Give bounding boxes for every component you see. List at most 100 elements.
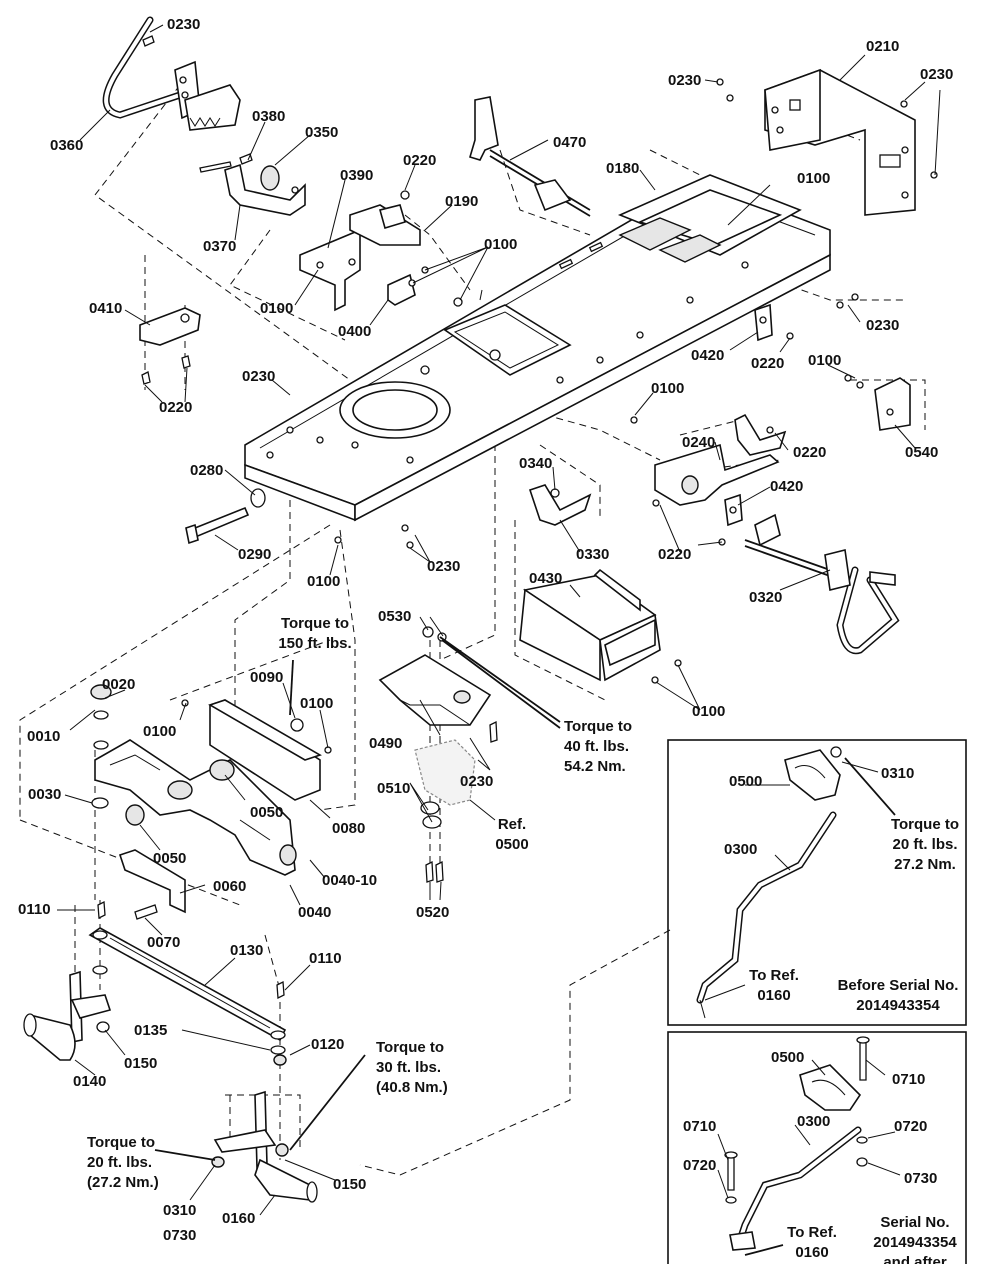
note-serial-after: Serial No. 2014943354 and after [866, 1213, 964, 1264]
label-0100-a: 0100 [797, 170, 831, 187]
label-0020: 0020 [102, 676, 136, 693]
label-0290: 0290 [238, 546, 272, 563]
note-torque-20-inset: Torque to 20 ft. lbs. 27.2 Nm. [885, 815, 965, 875]
label-0330: 0330 [576, 546, 610, 563]
label-0730-b: 0730 [904, 1170, 938, 1187]
note-ref-0500: Ref. 0500 [488, 815, 536, 855]
label-0470: 0470 [553, 134, 587, 151]
label-0360: 0360 [50, 137, 84, 154]
label-0210: 0210 [866, 38, 900, 55]
note-to-ref-a-line1: To Ref. [749, 967, 799, 984]
lever-0320 [744, 513, 900, 655]
note-torque-150-line2: 150 ft. lbs. [278, 635, 352, 652]
label-0350: 0350 [305, 124, 339, 141]
label-0140: 0140 [73, 1073, 107, 1090]
note-torque-20-left-line3: (27.2 Nm.) [87, 1174, 159, 1191]
label-0150-a: 0150 [124, 1055, 158, 1072]
note-torque-30-line3: (40.8 Nm.) [376, 1079, 448, 1096]
label-0390: 0390 [340, 167, 374, 184]
label-0720-b: 0720 [894, 1118, 928, 1135]
label-0300-b: 0300 [797, 1113, 831, 1130]
label-0160: 0160 [222, 1210, 256, 1227]
label-0400: 0400 [338, 323, 372, 340]
label-0410: 0410 [89, 300, 123, 317]
front-bolt [185, 426, 414, 549]
label-0530: 0530 [378, 608, 412, 625]
plate-0430 [519, 568, 682, 684]
label-0100-h: 0100 [143, 723, 177, 740]
label-0050-a: 0050 [250, 804, 284, 821]
label-0730-a: 0730 [163, 1227, 197, 1244]
label-0320: 0320 [749, 589, 783, 606]
note-serial-before-line1: Before Serial No. [837, 977, 959, 994]
label-0520: 0520 [416, 904, 450, 921]
label-0070: 0070 [147, 934, 181, 951]
note-serial-after-line1: Serial No. [880, 1214, 950, 1231]
label-0100-i: 0100 [692, 703, 726, 720]
label-0540: 0540 [905, 444, 939, 461]
note-torque-20-inset-line1: Torque to [890, 816, 960, 833]
note-torque-20-left-line1: Torque to [87, 1134, 156, 1151]
note-to-ref-a-line2: 0160 [757, 987, 791, 1004]
tie-rod-0130 [88, 900, 287, 1066]
label-0040-10: 0040-10 [322, 872, 378, 889]
label-0510: 0510 [377, 780, 411, 797]
label-0300-a: 0300 [724, 841, 758, 858]
label-0220-a: 0220 [403, 152, 437, 169]
spindle-left-0140 [23, 970, 112, 1061]
note-torque-30-line1: Torque to [376, 1039, 445, 1056]
label-0180: 0180 [606, 160, 640, 177]
inset-before-serial [667, 739, 967, 1026]
label-0720-a: 0720 [683, 1157, 717, 1174]
label-0050-b: 0050 [153, 850, 187, 867]
label-0100-b: 0100 [484, 236, 518, 253]
label-0030: 0030 [28, 786, 62, 803]
label-0500-b: 0500 [771, 1049, 805, 1066]
label-0110-a: 0110 [18, 901, 51, 918]
note-to-ref-a: To Ref. 0160 [742, 966, 806, 1006]
label-0230-b: 0230 [668, 72, 702, 89]
right-hardware [630, 293, 911, 431]
note-torque-20-inset-line3: 27.2 Nm. [894, 856, 956, 873]
label-0280: 0280 [190, 462, 224, 479]
note-to-ref-b: To Ref. 0160 [780, 1223, 844, 1263]
label-0040: 0040 [298, 904, 332, 921]
label-0370: 0370 [203, 238, 237, 255]
label-0500-a: 0500 [729, 773, 763, 790]
note-torque-40-line2: 40 ft. lbs. [564, 738, 630, 755]
front-axle [90, 684, 332, 920]
note-torque-40-line3: 54.2 Nm. [564, 758, 626, 775]
note-serial-before: Before Serial No. 2014943354 [832, 976, 964, 1016]
shaft-0470 [469, 96, 591, 217]
label-0230-a: 0230 [167, 16, 201, 33]
label-0220-b: 0220 [751, 355, 785, 372]
bracket-0330 [528, 484, 592, 526]
note-torque-30-line2: 30 ft. lbs. [376, 1059, 442, 1076]
note-to-ref-b-line1: To Ref. [787, 1224, 837, 1241]
label-0430: 0430 [529, 570, 563, 587]
label-0135: 0135 [134, 1022, 168, 1039]
label-0340: 0340 [519, 455, 553, 472]
label-0490: 0490 [369, 735, 403, 752]
label-0230-c: 0230 [920, 66, 954, 83]
label-0710-a: 0710 [892, 1071, 926, 1088]
label-0080: 0080 [332, 820, 366, 837]
main-frame [244, 174, 831, 522]
label-0130: 0130 [230, 942, 264, 959]
note-torque-20-left-line2: 20 ft. lbs. [87, 1154, 153, 1171]
label-0310-b: 0310 [881, 765, 915, 782]
label-0230-d: 0230 [242, 368, 276, 385]
label-0110-b: 0110 [309, 950, 342, 967]
label-0060: 0060 [213, 878, 247, 895]
label-0100-c: 0100 [260, 300, 294, 317]
bracket-0410 [139, 307, 201, 385]
center-brackets [299, 190, 463, 312]
note-ref-0500-line2: 0500 [495, 836, 529, 853]
note-serial-after-line3: and after [883, 1254, 947, 1264]
label-0010: 0010 [27, 728, 61, 745]
label-0100-g: 0100 [300, 695, 334, 712]
note-ref-0500-line1: Ref. [497, 816, 527, 833]
inset-after-serial [667, 1031, 967, 1264]
